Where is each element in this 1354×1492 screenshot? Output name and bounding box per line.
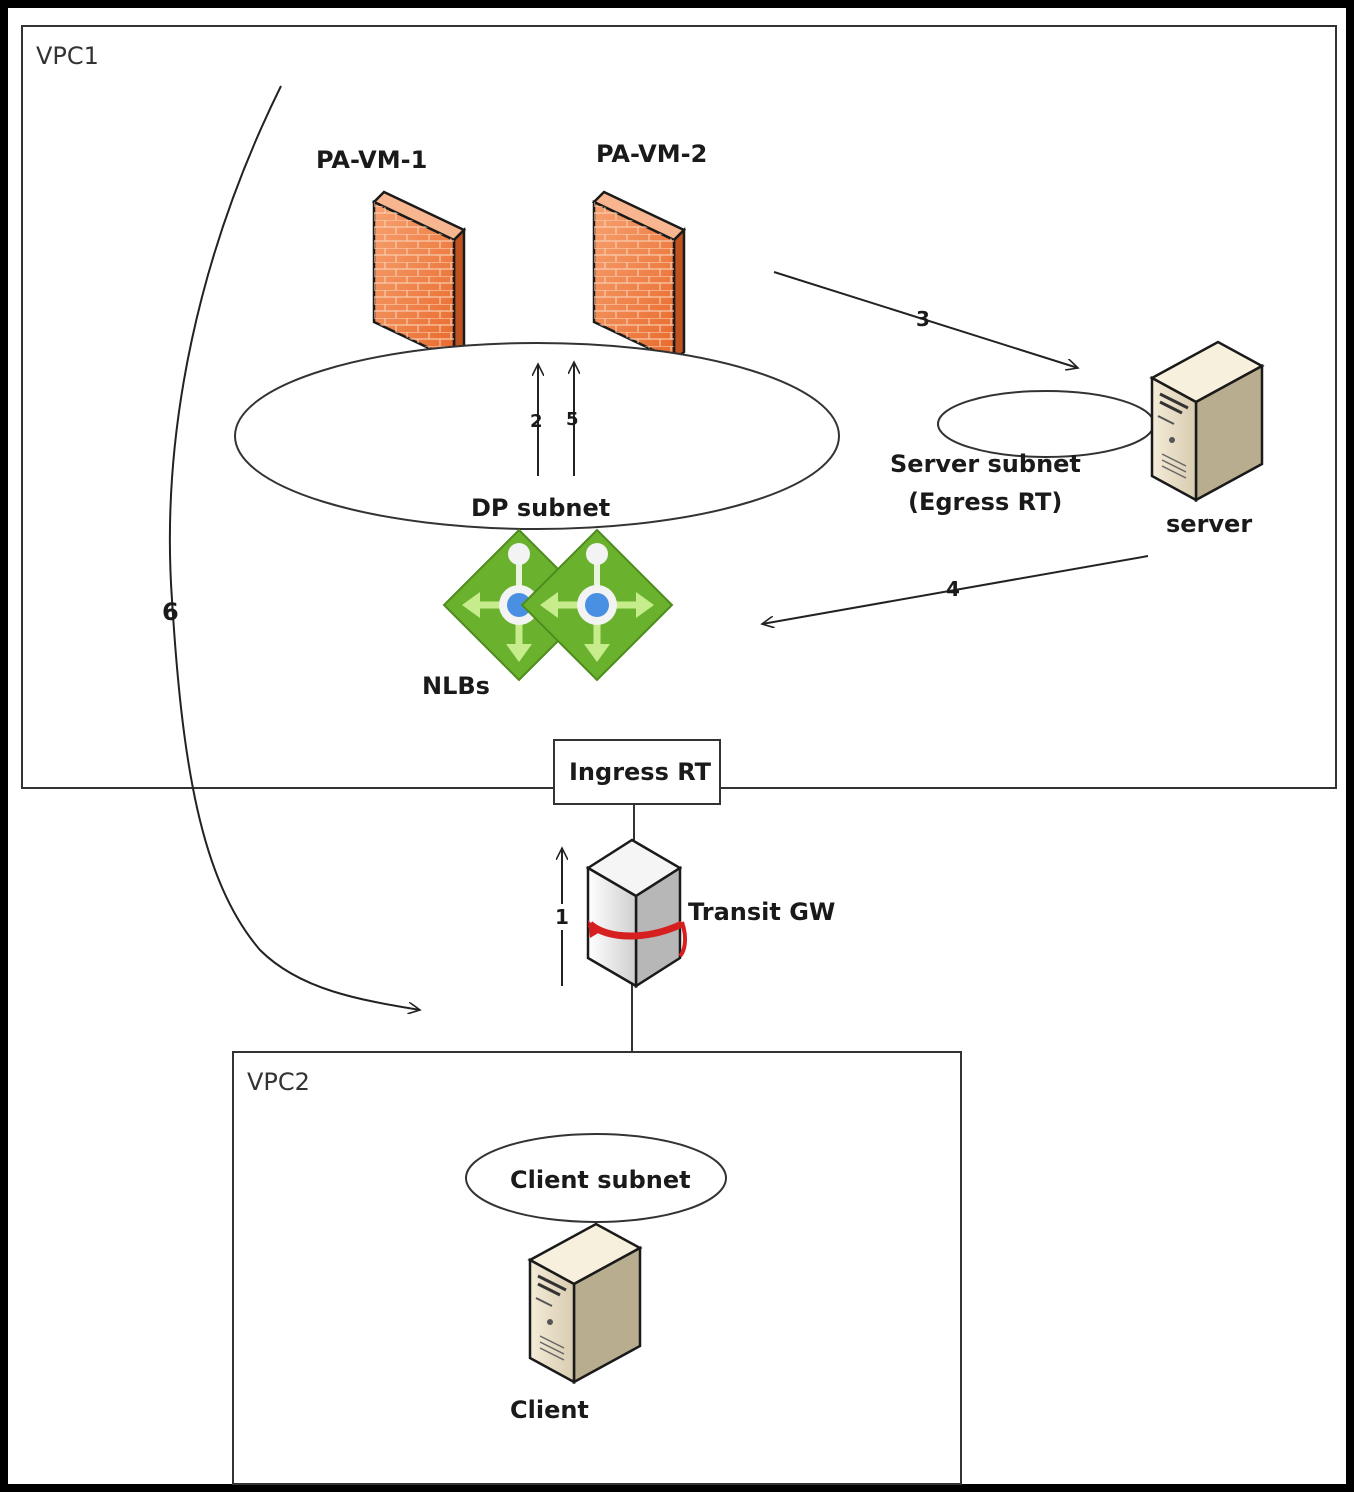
firewall-icon bbox=[592, 190, 686, 362]
flow-step-1: 1 bbox=[555, 905, 569, 929]
transit-gw-label: Transit GW bbox=[688, 898, 835, 926]
nlbs-label: NLBs bbox=[422, 672, 490, 700]
flow-arrow-4 bbox=[762, 555, 1149, 624]
vpc2-boundary bbox=[232, 1051, 962, 1485]
flow-step-2: 2 bbox=[530, 411, 543, 432]
ingress-rt-label: Ingress RT bbox=[569, 758, 712, 786]
flow-step-1-bg bbox=[552, 904, 572, 930]
server-subnet-sublabel: (Egress RT) bbox=[908, 488, 1062, 516]
ingress-rt-box bbox=[553, 739, 721, 805]
server-subnet-label: Server subnet bbox=[890, 450, 1081, 478]
flow-step-6: 6 bbox=[162, 598, 179, 626]
client-label: Client bbox=[510, 1396, 589, 1424]
server-subnet-ellipse bbox=[937, 390, 1155, 458]
flow-arrow-6 bbox=[168, 85, 420, 1010]
firewall-icon bbox=[372, 190, 466, 362]
flow-step-5: 5 bbox=[566, 409, 579, 430]
server-icon bbox=[1150, 340, 1264, 502]
transit-gateway-icon bbox=[585, 838, 688, 989]
dp-subnet-label: DP subnet bbox=[471, 494, 610, 522]
flow-arrow-3 bbox=[773, 271, 1078, 368]
nlb-icon bbox=[522, 530, 672, 680]
vpc2-label: VPC2 bbox=[247, 1068, 310, 1096]
client-icon bbox=[528, 1222, 642, 1384]
client-subnet-label: Client subnet bbox=[510, 1166, 691, 1194]
server-label: server bbox=[1166, 510, 1252, 538]
client-subnet-ellipse bbox=[465, 1133, 727, 1223]
vpc1-label: VPC1 bbox=[36, 42, 99, 70]
firewall-label-2: PA-VM-2 bbox=[596, 140, 707, 168]
firewall-label-1: PA-VM-1 bbox=[316, 146, 427, 174]
flow-step-3: 3 bbox=[916, 307, 930, 331]
flow-step-4: 4 bbox=[946, 577, 960, 601]
